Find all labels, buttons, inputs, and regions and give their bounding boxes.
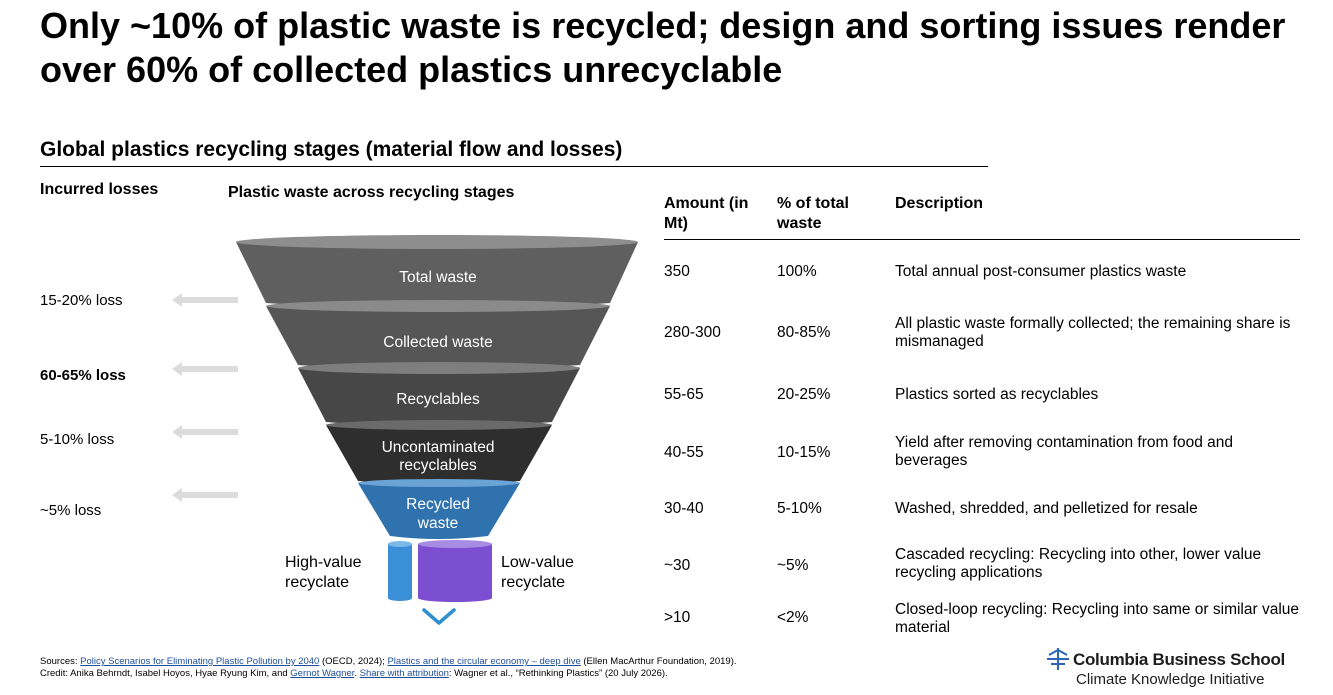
funnel-stage-total-waste: Total waste (236, 235, 638, 310)
loss-label-2: 60-65% loss (40, 367, 126, 384)
recycling-funnel: Total waste Collected waste Recyclables … (236, 235, 638, 625)
page-title: Only ~10% of plastic waste is recycled; … (40, 5, 1286, 90)
loss-label-4: ~5% loss (40, 502, 102, 519)
loss-arrow-left-icon (172, 425, 238, 439)
stage-label: Recyclables (396, 391, 480, 408)
low-value-cylinder (418, 540, 492, 602)
chart-subtitle: Global plastics recycling stages (materi… (40, 138, 623, 161)
header-losses: Incurred losses (40, 181, 159, 198)
row-3-percent: 20-25% (777, 386, 831, 403)
row-2-percent: 80-85% (777, 324, 831, 341)
stage-label-line2: waste (417, 515, 459, 532)
row-7-amount: >10 (664, 609, 691, 626)
chevron-down-icon (422, 608, 456, 625)
attribution-link[interactable]: Share with attribution (359, 668, 449, 679)
subtitle-divider (40, 166, 988, 167)
header-description: Description (895, 195, 984, 212)
logo-initiative-name: Climate Knowledge Initiative (1076, 671, 1265, 688)
row-1-amount: 350 (664, 263, 690, 280)
stage-label-line1: Recycled (406, 496, 470, 513)
low-value-label: Low-value recyclate (501, 554, 574, 591)
loss-label-3: 5-10% loss (40, 431, 115, 448)
header-percent: % of total waste (777, 195, 849, 232)
row-1-description: Total annual post-consumer plastics wast… (895, 263, 1187, 280)
funnel-stage-recycled: Recycled waste (358, 479, 520, 539)
row-6-amount: ~30 (664, 557, 691, 574)
loss-arrow-left-icon (172, 362, 238, 376)
row-5-percent: 5-10% (777, 500, 822, 517)
stage-label-line2: recyclables (399, 457, 477, 474)
row-4-amount: 40-55 (664, 444, 704, 461)
row-5-description: Washed, shredded, and pelletized for res… (895, 500, 1198, 517)
row-7-description: Closed-loop recycling: Recycling into sa… (895, 601, 1300, 636)
header-funnel: Plastic waste across recycling stages (228, 184, 515, 201)
footer-sources: Sources: Policy Scenarios for Eliminatin… (40, 656, 737, 679)
loss-label-1: 15-20% loss (40, 292, 123, 309)
crown-cross-icon (1047, 648, 1069, 670)
author-link[interactable]: Gernot Wagner (290, 668, 355, 679)
loss-arrow-left-icon (172, 488, 238, 502)
high-value-label: High-value recyclate (285, 554, 362, 591)
source-link-oecd[interactable]: Policy Scenarios for Eliminating Plastic… (80, 656, 320, 667)
row-7-percent: <2% (777, 609, 809, 626)
logo-school-name: Columbia Business School (1073, 650, 1285, 669)
row-6-percent: ~5% (777, 557, 809, 574)
row-6-description: Cascaded recycling: Recycling into other… (895, 546, 1262, 581)
row-4-description: Yield after removing contamination from … (895, 434, 1234, 469)
loss-arrow-left-icon (172, 293, 238, 307)
row-3-description: Plastics sorted as recyclables (895, 386, 1099, 403)
row-3-amount: 55-65 (664, 386, 704, 403)
stage-label: Collected waste (383, 334, 492, 351)
funnel-stage-collected-waste: Collected waste (266, 300, 610, 371)
high-value-cylinder (388, 541, 412, 601)
funnel-stage-recyclables: Recyclables (298, 362, 580, 427)
stage-label: Total waste (399, 269, 477, 286)
row-1-percent: 100% (777, 263, 817, 280)
row-5-amount: 30-40 (664, 500, 704, 517)
stage-label-line1: Uncontaminated (382, 439, 495, 456)
funnel-stage-uncontaminated: Uncontaminated recyclables (326, 420, 552, 485)
row-4-percent: 10-15% (777, 444, 831, 461)
source-link-emf[interactable]: Plastics and the circular economy – deep… (387, 656, 581, 667)
row-2-description: All plastic waste formally collected; th… (895, 315, 1291, 350)
row-2-amount: 280-300 (664, 324, 721, 341)
header-amount: Amount (in Mt) (664, 195, 749, 232)
table-header-divider (664, 239, 1300, 240)
